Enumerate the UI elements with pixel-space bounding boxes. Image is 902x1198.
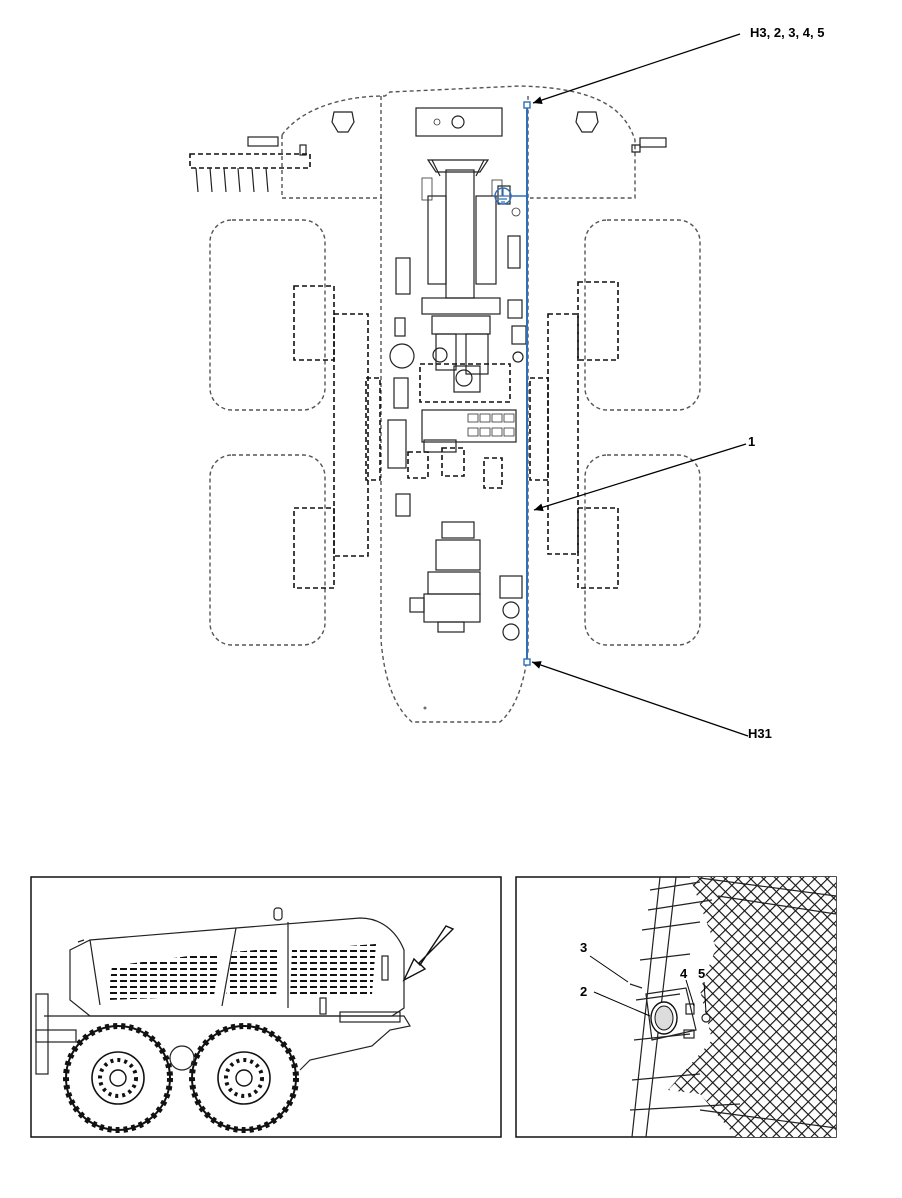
leader-lines xyxy=(531,33,749,737)
wheel-front xyxy=(63,1023,173,1133)
detail-leader-lines xyxy=(589,955,707,1017)
callout-detail-4: 4 xyxy=(680,966,688,981)
detail-view-panel xyxy=(515,876,837,1138)
cable-harness xyxy=(494,101,531,666)
side-view-panel xyxy=(30,876,502,1138)
callout-detail-5: 5 xyxy=(698,966,705,981)
location-arrow-icon xyxy=(402,925,455,982)
internal-components xyxy=(387,107,527,710)
wheels xyxy=(209,219,701,646)
callout-top-right: H3, 2, 3, 4, 5 xyxy=(750,25,824,40)
callout-detail-3: 3 xyxy=(580,940,587,955)
top-view-vehicle-outline xyxy=(189,85,667,723)
callout-bottom-right: H31 xyxy=(748,726,772,741)
work-light-detail xyxy=(629,983,711,1041)
callout-detail-2: 2 xyxy=(580,984,587,999)
wheel-rear xyxy=(189,1023,299,1133)
callout-cable: 1 xyxy=(748,434,755,449)
